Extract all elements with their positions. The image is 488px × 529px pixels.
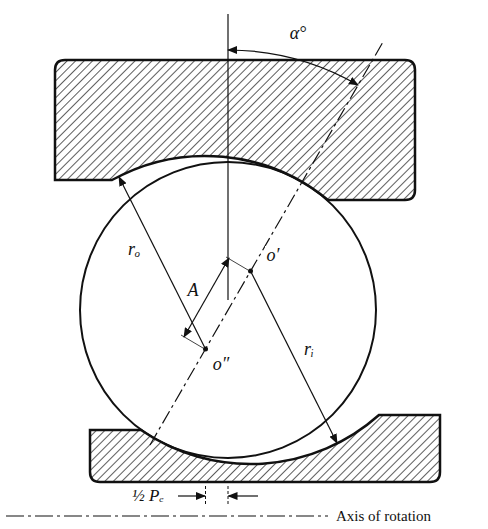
axis-label: Axis of rotation: [334, 508, 433, 525]
radius-line: [119, 177, 206, 349]
center-label: o′: [265, 246, 282, 266]
dimension-arrow: [229, 495, 259, 496]
dimension-label: ½ Pₑ: [130, 487, 166, 506]
contact-line: [150, 42, 383, 445]
dimension-arrow: [178, 495, 205, 496]
radius-label: rᵢ: [302, 340, 316, 360]
angle-label: α°: [288, 24, 309, 44]
dimension-label: A: [186, 281, 201, 301]
extension-line: [226, 257, 248, 270]
center-line: [227, 14, 228, 300]
dimension-line: [184, 258, 229, 337]
radius-label: rₒ: [126, 240, 142, 260]
radius-line: [251, 271, 338, 443]
center-label: o″: [211, 355, 232, 375]
extension-line: [228, 486, 229, 504]
extension-line: [205, 486, 206, 504]
angle-arc: [228, 50, 358, 85]
inner-ring: [90, 415, 440, 482]
axis-line: [6, 515, 328, 516]
